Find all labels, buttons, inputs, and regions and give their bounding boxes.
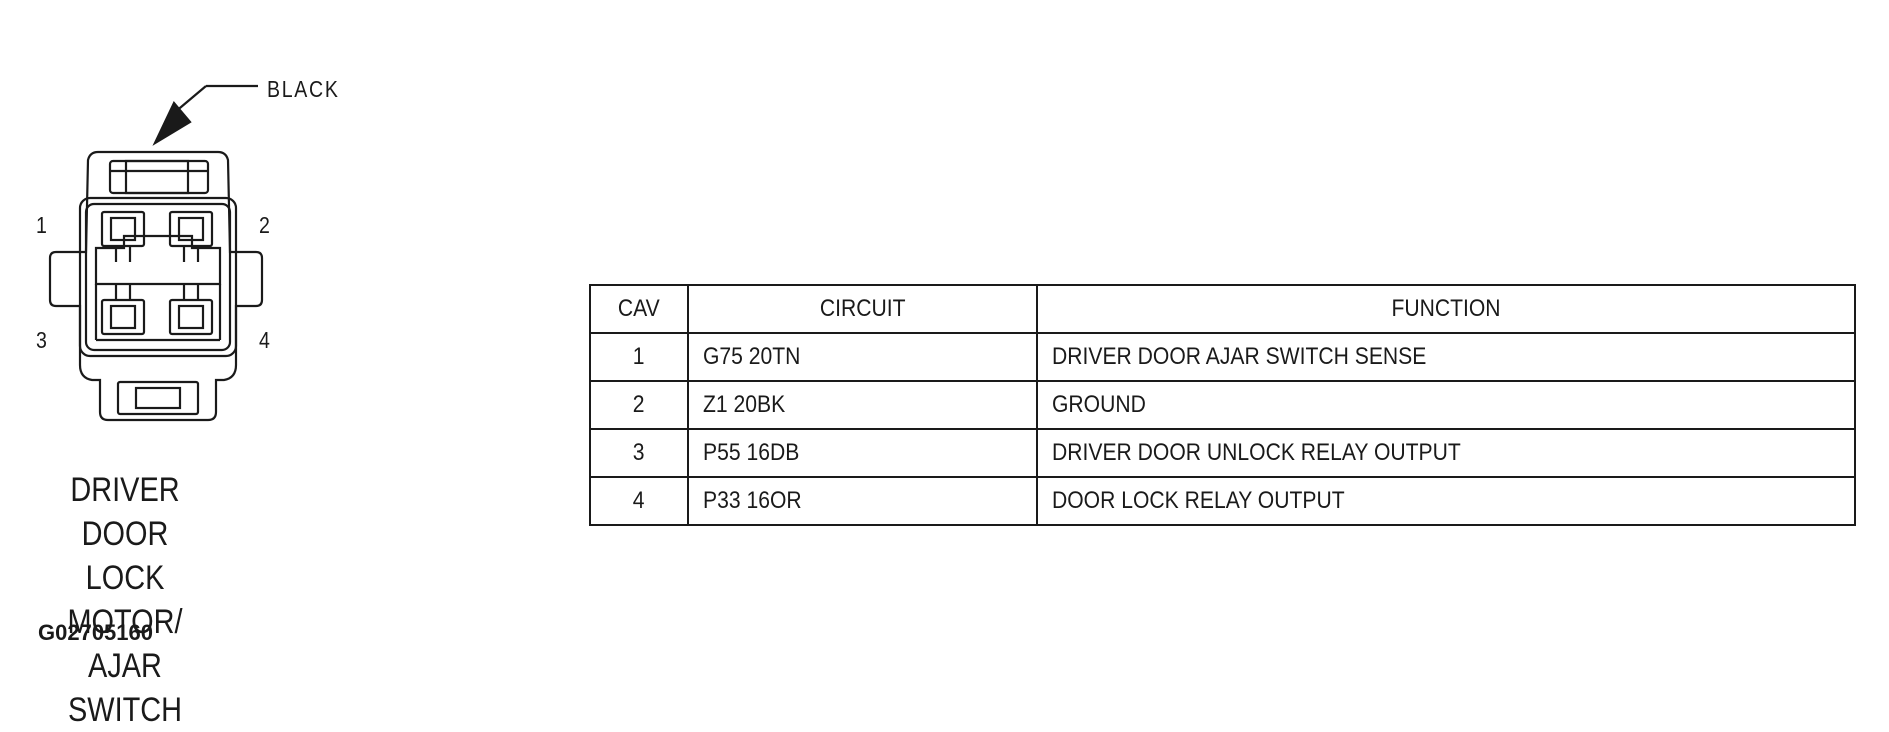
pin-number-1: 1 [36, 212, 47, 238]
color-callout-arrow [152, 84, 258, 146]
connector-housing [48, 150, 264, 422]
figure-code: G02705160 [38, 620, 153, 645]
cell-cav: 3 [589, 428, 689, 478]
cell-function: GROUND [1036, 380, 1856, 430]
cell-circuit: P33 16OR [686, 476, 1039, 526]
table-row: 3 P55 16DB DRIVER DOOR UNLOCK RELAY OUTP… [589, 428, 1856, 478]
cell-cav: 1 [589, 332, 689, 382]
cell-cav: 2 [589, 380, 689, 430]
connector-color-label: BLACK [267, 76, 340, 102]
cell-circuit: Z1 20BK [686, 380, 1039, 430]
connector-name-line: DRIVER DOOR [70, 471, 180, 553]
cell-function: DRIVER DOOR UNLOCK RELAY OUTPUT [1036, 428, 1856, 478]
pinout-table: CAV CIRCUIT FUNCTION 1 G75 20TN DRIVER D… [589, 284, 1856, 526]
cell-cav: 4 [589, 476, 689, 526]
header-function: FUNCTION [1036, 284, 1856, 334]
cell-function: DRIVER DOOR AJAR SWITCH SENSE [1036, 332, 1856, 382]
header-circuit: CIRCUIT [686, 284, 1039, 334]
pin-number-4: 4 [259, 327, 270, 353]
cavity-2 [168, 210, 214, 262]
pin-number-2: 2 [259, 212, 270, 238]
cavity-4 [168, 284, 214, 336]
cavity-1 [100, 210, 146, 262]
cell-function: DOOR LOCK RELAY OUTPUT [1036, 476, 1856, 526]
connector-name-line: LOCK MOTOR/ [67, 559, 183, 641]
table-header-row: CAV CIRCUIT FUNCTION [589, 284, 1856, 334]
connector-diagram [48, 84, 264, 422]
cell-circuit: P55 16DB [686, 428, 1039, 478]
connector-name: DRIVER DOOR LOCK MOTOR/ AJAR SWITCH [27, 468, 223, 732]
header-cav: CAV [589, 284, 689, 334]
pin-number-3: 3 [36, 327, 47, 353]
connector-name-line: AJAR SWITCH [68, 647, 182, 729]
cell-circuit: G75 20TN [686, 332, 1039, 382]
cavity-3 [100, 284, 146, 336]
table-row: 4 P33 16OR DOOR LOCK RELAY OUTPUT [589, 476, 1856, 526]
table-row: 1 G75 20TN DRIVER DOOR AJAR SWITCH SENSE [589, 332, 1856, 382]
table-row: 2 Z1 20BK GROUND [589, 380, 1856, 430]
